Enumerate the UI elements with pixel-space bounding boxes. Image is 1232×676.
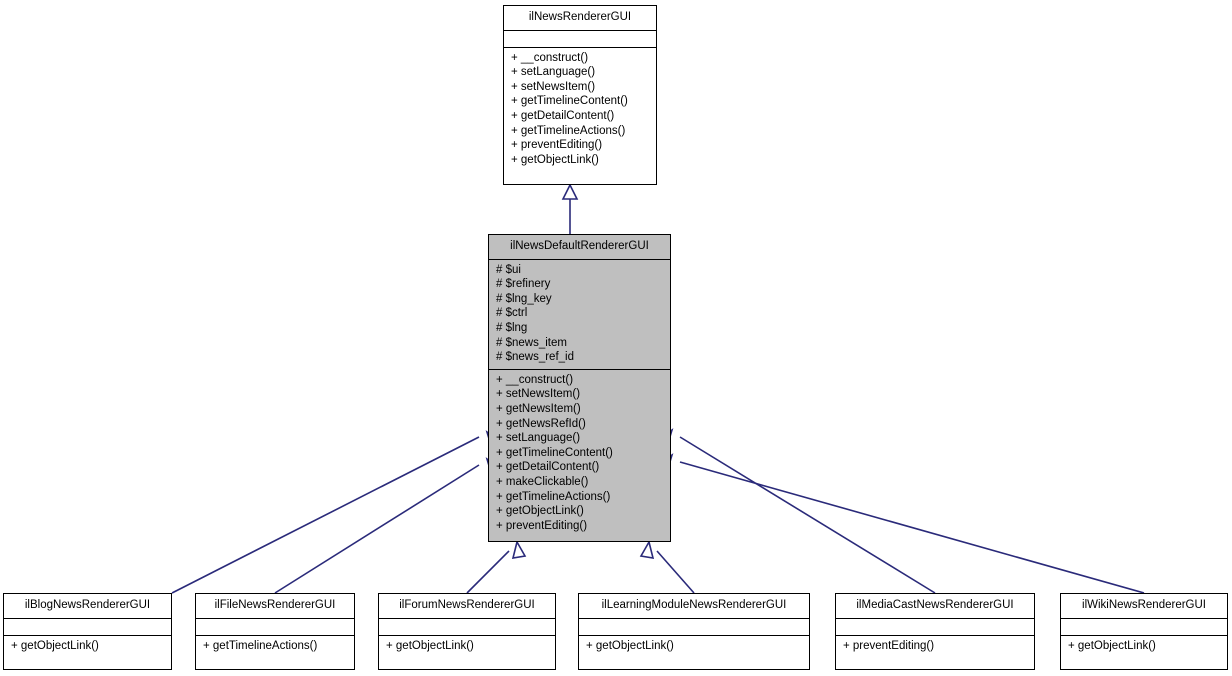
operation: + setNewsItem() [496, 388, 581, 401]
attribute: # $ctrl [496, 307, 528, 320]
attribute: # $news_item [496, 336, 567, 349]
operation: + getDetailContent() [496, 461, 600, 474]
arrowhead-forum-to-default [511, 539, 527, 559]
operation: + __construct() [496, 373, 574, 386]
class-name-ilMediaCastNewsRendererGUI: ilMediaCastNewsRendererGUI [856, 599, 1014, 611]
operation: + setLanguage() [511, 66, 596, 79]
class-attributes-ilNewsRendererGUI [504, 29, 656, 47]
class-attributes-ilFileNewsRendererGUI [196, 617, 354, 635]
operation: + getTimelineActions() [496, 490, 611, 503]
operation: + preventEditing() [496, 519, 588, 532]
class-box-ilFileNewsRendererGUI[interactable]: ilFileNewsRendererGUI + getTimelineActio… [195, 593, 355, 670]
class-attributes-ilNewsDefaultRendererGUI: # $ui # $refinery # $lng_key # $ctrl # $… [489, 258, 670, 369]
class-operations-ilBlogNewsRendererGUI: + getObjectLink() [4, 634, 171, 658]
class-operations-ilForumNewsRendererGUI: + getObjectLink() [379, 634, 555, 658]
operation: + getDetailContent() [511, 109, 615, 122]
arrowhead-default-to-interface [561, 183, 579, 200]
class-box-ilMediaCastNewsRendererGUI[interactable]: ilMediaCastNewsRendererGUI + preventEdit… [835, 593, 1035, 670]
class-attributes-ilWikiNewsRendererGUI [1061, 617, 1227, 635]
edge-blog-to-default [171, 436, 480, 594]
class-operations-ilNewsRendererGUI: + __construct() + setLanguage() + setNew… [504, 46, 656, 172]
operation: + getObjectLink() [496, 505, 584, 518]
operation: + getNewsRefId() [496, 417, 586, 430]
edge-mediacast-to-default [679, 436, 936, 594]
class-operations-ilWikiNewsRendererGUI: + getObjectLink() [1061, 634, 1227, 658]
class-operations-ilMediaCastNewsRendererGUI: + preventEditing() [836, 634, 1034, 658]
class-box-ilBlogNewsRendererGUI[interactable]: ilBlogNewsRendererGUI + getObjectLink() [3, 593, 172, 670]
class-name-ilWikiNewsRendererGUI: ilWikiNewsRendererGUI [1082, 599, 1206, 611]
class-box-ilNewsDefaultRendererGUI[interactable]: ilNewsDefaultRendererGUI # $ui # $refine… [488, 234, 671, 542]
operation: + getObjectLink() [586, 639, 674, 652]
edge-wiki-to-default [679, 461, 1145, 594]
operation: + getObjectLink() [386, 639, 474, 652]
operation: + __construct() [511, 51, 589, 64]
operation: + getObjectLink() [1068, 639, 1156, 652]
class-attributes-ilMediaCastNewsRendererGUI [836, 617, 1034, 635]
class-attributes-ilLearningModuleNewsRendererGUI [579, 617, 809, 635]
class-box-ilLearningModuleNewsRendererGUI[interactable]: ilLearningModuleNewsRendererGUI + getObj… [578, 593, 810, 670]
operation: + getTimelineContent() [511, 95, 628, 108]
class-name-ilNewsDefaultRendererGUI: ilNewsDefaultRendererGUI [510, 240, 649, 252]
operation: + preventEditing() [511, 139, 603, 152]
edge-file-to-default [274, 464, 480, 594]
class-operations-ilLearningModuleNewsRendererGUI: + getObjectLink() [579, 634, 809, 658]
class-attributes-ilBlogNewsRendererGUI [4, 617, 171, 635]
class-operations-ilNewsDefaultRendererGUI: + __construct() + setNewsItem() + getNew… [489, 368, 670, 538]
class-name-ilForumNewsRendererGUI: ilForumNewsRendererGUI [399, 599, 535, 611]
class-name-ilLearningModuleNewsRendererGUI: ilLearningModuleNewsRendererGUI [601, 599, 787, 611]
attribute: # $news_ref_id [496, 351, 574, 364]
operation: + getObjectLink() [11, 639, 99, 652]
operation: + getObjectLink() [511, 153, 599, 166]
operation: + preventEditing() [843, 639, 935, 652]
edge-forum-to-default [466, 550, 510, 594]
operation: + getTimelineActions() [511, 124, 626, 137]
operation: + setNewsItem() [511, 80, 596, 93]
operation: + setLanguage() [496, 432, 581, 445]
attribute: # $lng [496, 321, 528, 334]
operation: + makeClickable() [496, 475, 589, 488]
class-name-ilFileNewsRendererGUI: ilFileNewsRendererGUI [214, 599, 336, 611]
arrowhead-lm-to-default [639, 539, 655, 559]
class-box-ilForumNewsRendererGUI[interactable]: ilForumNewsRendererGUI + getObjectLink() [378, 593, 556, 670]
operation: + getNewsItem() [496, 402, 581, 415]
edge-lm-to-default [656, 550, 695, 594]
operation: + getTimelineContent() [496, 446, 613, 459]
attribute: # $lng_key [496, 292, 552, 305]
attribute: # $ui [496, 263, 521, 276]
attribute: # $refinery [496, 278, 551, 291]
class-name-ilBlogNewsRendererGUI: ilBlogNewsRendererGUI [24, 599, 151, 611]
class-operations-ilFileNewsRendererGUI: + getTimelineActions() [196, 634, 354, 658]
operation: + getTimelineActions() [203, 639, 318, 652]
class-attributes-ilForumNewsRendererGUI [379, 617, 555, 635]
class-box-ilNewsRendererGUI[interactable]: ilNewsRendererGUI + __construct() + setL… [503, 5, 657, 185]
class-name-ilNewsRendererGUI: ilNewsRendererGUI [528, 11, 632, 23]
class-box-ilWikiNewsRendererGUI[interactable]: ilWikiNewsRendererGUI + getObjectLink() [1060, 593, 1228, 670]
